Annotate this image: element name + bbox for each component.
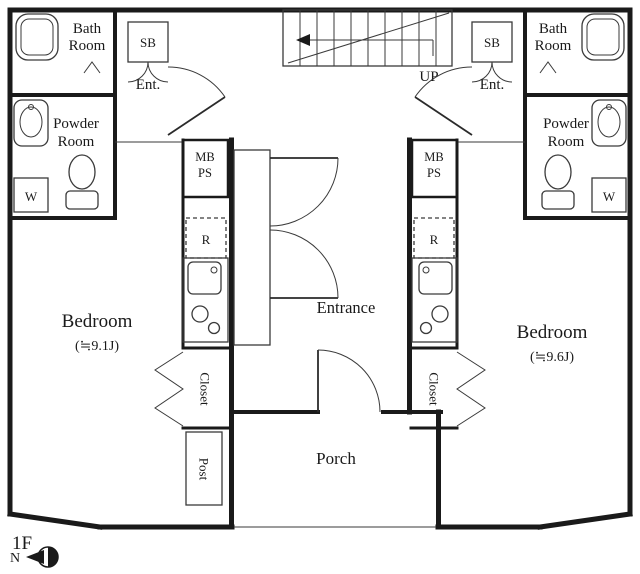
kitchen-sink-icon (187, 261, 222, 295)
pipe-space-label: PS (198, 166, 212, 180)
hall-walls (229, 137, 443, 530)
closet-label: Closet (427, 372, 442, 406)
vanity-sink-left-icon (13, 99, 49, 147)
washer-box-right (591, 177, 627, 213)
powder-room-label: Powder (543, 116, 589, 132)
closet-folding-door-right-icon (456, 351, 486, 427)
post-label: Post (197, 458, 212, 481)
bath-room-label: Room (535, 38, 572, 54)
entrance-label: Entrance (317, 298, 376, 317)
stairs-up-label: UP (419, 69, 438, 85)
meter-pipe-box-right (410, 138, 459, 199)
bathtub-right-icon (581, 13, 625, 61)
bath-room-label: Bath (539, 21, 568, 37)
meter-box-label: MB (424, 150, 443, 164)
shoe-box-label: SB (140, 35, 156, 50)
bath-room-label: Room (69, 38, 106, 54)
meter-box-label: MB (195, 150, 214, 164)
bedroom-size-label: (≒9.1J) (75, 339, 119, 354)
stairs-icon (282, 9, 453, 67)
kitchen-sink-icon (418, 261, 453, 295)
bedroom-label: Bedroom (62, 311, 133, 332)
vanity-sink-right-icon (591, 99, 627, 147)
bath-door-chevron-left-icon (83, 61, 101, 74)
refrigerator-label: R (430, 232, 439, 247)
kitchen-right-icon (411, 257, 458, 343)
unit-entry-door-left-icon (167, 66, 226, 136)
pipe-space-label: PS (427, 166, 441, 180)
compass-north-icon (26, 546, 59, 568)
kitchen-left-icon (182, 257, 229, 343)
shoe-box-left (127, 21, 169, 83)
closet-folding-door-left-icon (154, 351, 184, 427)
powder-room-label: Room (548, 134, 585, 150)
bathtub-left-icon (15, 13, 59, 61)
bath-door-chevron-right-icon (539, 61, 557, 74)
up-arrowhead-icon (296, 34, 310, 46)
unit-entry-door-right-icon (414, 66, 473, 136)
bedroom-label: Bedroom (517, 322, 588, 343)
porch-label: Porch (316, 449, 356, 468)
floor-label: 1F (12, 533, 32, 554)
washer-box-left (13, 177, 49, 213)
entry-label: Ent. (480, 77, 505, 93)
entrance-double-door-icon (269, 157, 339, 299)
shoe-box-label: SB (484, 35, 500, 50)
post-box (185, 431, 223, 506)
stove-burner-icon (207, 321, 221, 335)
entry-label: Ent. (136, 77, 161, 93)
bath-room-label: Bath (73, 21, 102, 37)
toilet-right-icon (541, 154, 575, 210)
stove-burner-icon (431, 305, 449, 323)
main-entrance-door-icon (317, 349, 381, 413)
powder-room-label: Powder (53, 116, 99, 132)
stove-burner-icon (419, 321, 433, 335)
compass-north-label: N (10, 551, 20, 566)
stove-burner-icon (191, 305, 209, 323)
meter-pipe-box-left (181, 138, 230, 199)
shoe-box-right (471, 21, 513, 83)
bedroom-size-label: (≒9.6J) (530, 350, 574, 365)
washer-label: W (603, 189, 616, 204)
toilet-left-icon (65, 154, 99, 210)
washer-label: W (25, 189, 38, 204)
closet-label: Closet (198, 372, 213, 406)
powder-room-label: Room (58, 134, 95, 150)
refrigerator-label: R (202, 232, 211, 247)
